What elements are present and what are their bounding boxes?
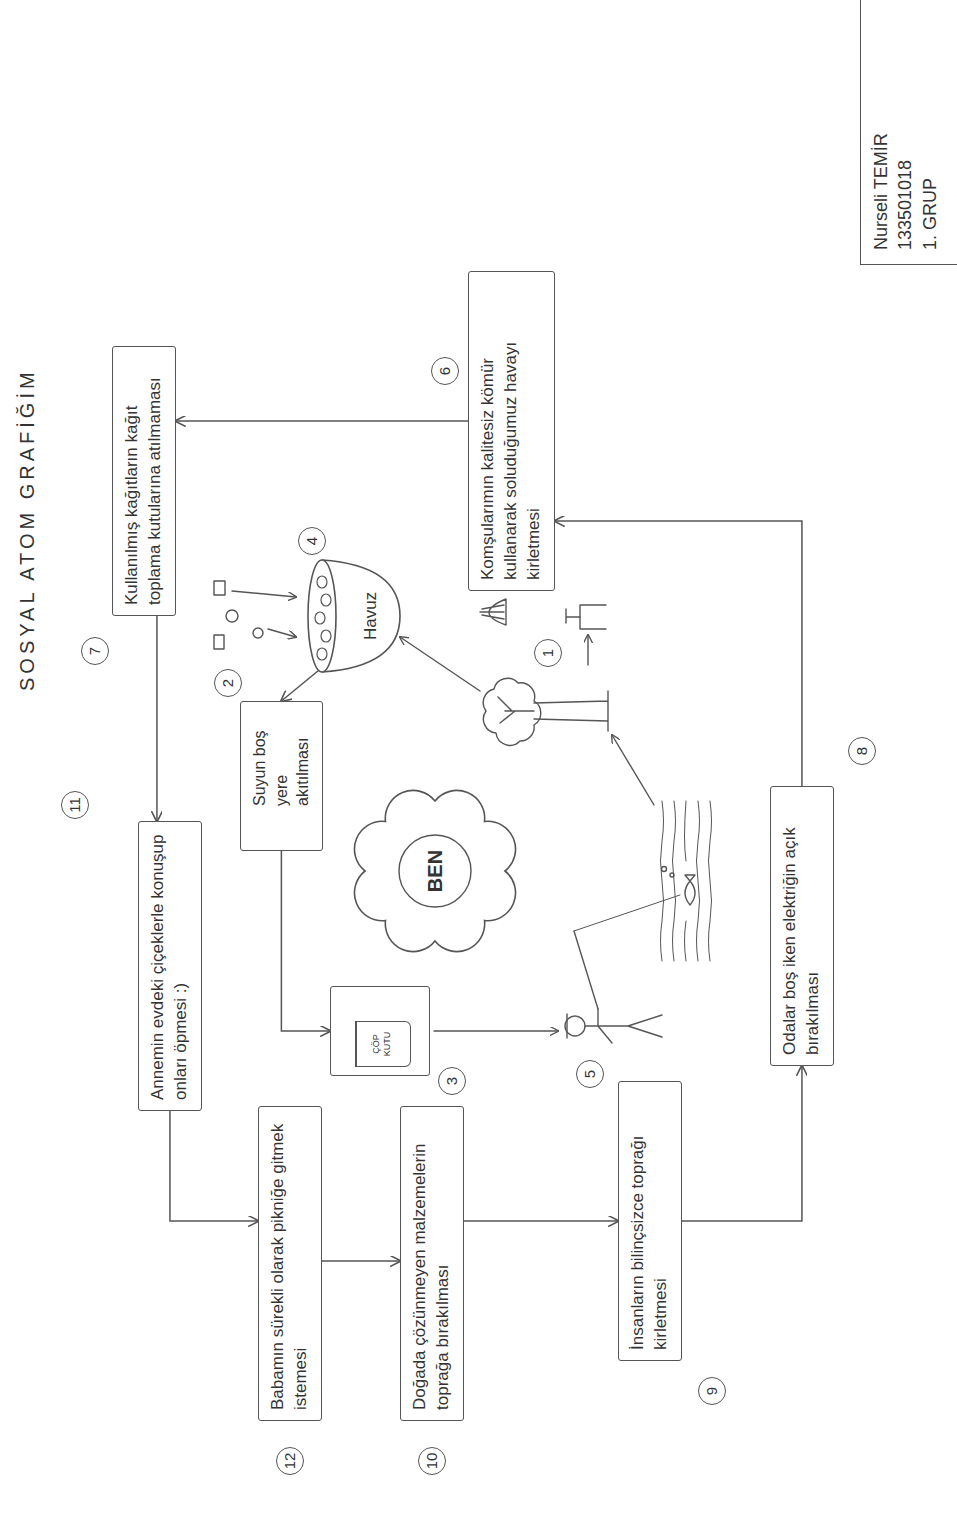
flow-arrow [555,521,802,786]
flow-arrow-illustration [434,1030,558,1031]
center-flower: BEN [335,766,535,976]
process-box: Babamın sürekli olarak pikniğe gitmek is… [258,1106,322,1421]
tree-trunk [498,691,608,731]
tree-to-pool-arrow [400,637,480,691]
water-lines [661,801,712,961]
flow-arrow [281,851,330,1031]
pool-bowl: Havuz [300,556,405,676]
node-text: Annemin evdeki çiçeklerle konuşup onları… [147,832,193,1100]
bowl-outline [300,556,405,676]
node-text: Havuz [360,592,383,640]
flow-arrow [464,1220,618,1222]
bubble [670,873,674,877]
callout-number: 8 [848,737,876,765]
diagram-title: SOSYAL ATOM GRAFİĞİM [16,368,39,691]
node-text: 1. GRUP [918,14,942,250]
paper-piece [214,581,225,595]
bowl-rim [308,560,336,672]
callout-number: 1 [534,639,562,667]
person-head [565,1016,585,1036]
callout-number: 11 [61,791,89,819]
flow-arrow [156,616,158,821]
callout-number: 7 [81,637,109,665]
paper-piece [226,610,238,622]
node-text: Babamın sürekli olarak pikniğe gitmek is… [267,1117,313,1410]
flower-center [399,835,471,907]
person-body [567,1009,662,1043]
node-text: BEN [422,850,449,892]
node-text: Komşularımın kalitesiz kömür kullanarak … [477,282,546,580]
callout-number: 4 [298,527,326,555]
callout-number: 12 [276,1447,304,1475]
process-box: Komşularımın kalitesiz kömür kullanarak … [468,271,555,591]
callout-number: 3 [438,1067,466,1095]
process-box: Kullanılmış kağıtların kağıt toplama kut… [112,346,176,616]
axe-symbol [566,609,580,623]
paper-piece [214,635,224,649]
process-box: Odalar boş iken elektriğin açık bırakılm… [770,786,834,1066]
name-box: Nurseli TEMİR1335010181. GRUP [860,0,957,265]
node-text: Odalar boş iken elektriğin açık bırakılm… [779,797,825,1055]
callout-number: 9 [698,1377,726,1405]
shell-symbol [480,599,506,625]
tree-crown [483,678,541,745]
flow-arrow [170,1111,258,1221]
callout-number: 10 [418,1447,446,1475]
flow-arrow-illustration [612,735,654,805]
flow-arrow [281,666,324,701]
picture-box: ÇÖP KUTU [330,986,430,1076]
falling-arrow [268,629,296,637]
fishing-rod [574,931,598,1009]
process-box: Annemin evdeki çiçeklerle konuşup onları… [138,821,202,1111]
process-box: İnsanların bilinçsizce toprağı kirletmes… [618,1081,682,1361]
node-text: 133501018 [893,14,917,250]
bubble [662,867,667,872]
node-text: İnsanların bilinçsizce toprağı kirletmes… [627,1092,673,1350]
fishing-line [574,895,680,931]
node-text: Kullanılmış kağıtların kağıt toplama kut… [121,357,167,605]
process-box: Doğada çözünmeyen malzemelerin toprağa b… [400,1106,464,1421]
callout-number: 2 [214,669,242,697]
pool-item [321,594,331,606]
flow-arrow [682,1066,802,1221]
pool-item [315,612,325,624]
callout-number: 6 [431,357,459,385]
pool-item [321,630,331,642]
paper-piece [253,628,263,638]
pool-item [317,648,327,660]
flower-petals [354,790,515,951]
flow-arrow [322,1260,400,1262]
node-text: Suyun boş yere akıtılması [249,712,314,806]
node-text: Nurseli TEMİR [869,14,893,250]
fish-symbol [685,875,695,905]
pool-item [317,576,327,588]
node-text: Doğada çözünmeyen malzemelerin toprağa b… [409,1117,455,1410]
stump-symbol [580,605,606,629]
flow-arrow [176,420,468,422]
callout-number: 5 [576,1060,604,1088]
node-text: ÇÖP KUTU [355,1021,411,1067]
picture-box: Suyun boş yere akıtılması [240,701,323,851]
cut-arrow [587,635,588,665]
falling-arrow [232,591,296,597]
